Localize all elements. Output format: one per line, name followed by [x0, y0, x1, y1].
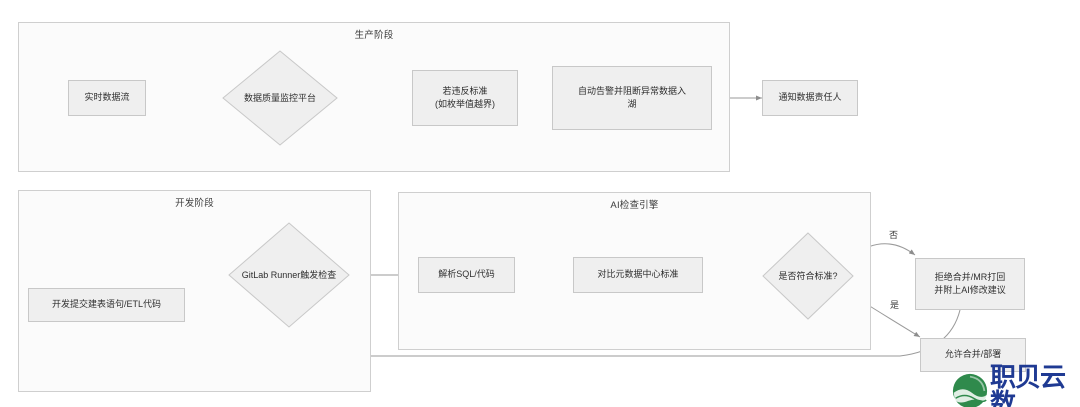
node-notify-owner-label: 通知数据责任人	[778, 92, 842, 103]
node-gitlab-runner[interactable]: GitLab Runner触发检查	[228, 222, 350, 328]
edge-label-yes: 是	[890, 300, 900, 310]
watermark-logo-icon	[952, 373, 988, 407]
node-is-compliant-label: 是否符合标准?	[778, 270, 838, 281]
node-reject-merge-line1: 拒绝合并/MR打回	[934, 271, 1006, 282]
node-allow-merge-label: 允许合并/部署	[944, 349, 1002, 360]
edge-label-no: 否	[889, 230, 899, 240]
node-is-compliant[interactable]: 是否符合标准?	[762, 232, 854, 320]
node-violate-standard-line2: (如枚举值越界)	[435, 99, 495, 109]
node-gitlab-runner-label: GitLab Runner触发检查	[241, 269, 337, 280]
node-realtime-stream-label: 实时数据流	[84, 92, 130, 103]
node-auto-alert-line1: 自动告警并阻断异常数据入	[577, 85, 686, 96]
node-violate-standard-line1: 若违反标准	[442, 85, 488, 96]
node-parse-sql-label: 解析SQL/代码	[438, 269, 495, 280]
node-compare-metadata[interactable]: 对比元数据中心标准	[573, 257, 703, 293]
watermark-text: 职贝云数	[990, 363, 1066, 407]
is-compliant-diamond-shape	[762, 232, 854, 320]
node-violate-standard[interactable]: 若违反标准 (如枚举值越界)	[412, 70, 518, 126]
node-parse-sql[interactable]: 解析SQL/代码	[418, 257, 515, 293]
node-realtime-stream[interactable]: 实时数据流	[68, 80, 146, 116]
node-compare-metadata-label: 对比元数据中心标准	[597, 269, 679, 280]
gitlab-runner-diamond-shape	[228, 222, 350, 328]
container-production-title: 生产阶段	[354, 30, 394, 41]
container-ai-engine-title: AI检查引擎	[610, 200, 659, 211]
container-development-title: 开发阶段	[175, 198, 214, 209]
dq-platform-diamond-shape	[222, 50, 338, 146]
node-reject-merge[interactable]: 拒绝合并/MR打回 并附上AI修改建议	[915, 258, 1025, 310]
node-notify-owner[interactable]: 通知数据责任人	[762, 80, 858, 116]
node-auto-alert-line2: 湖	[627, 99, 637, 109]
node-allow-merge[interactable]: 允许合并/部署	[920, 338, 1026, 372]
watermark: 职贝云数	[952, 365, 1080, 407]
node-dq-platform-label: 数据质量监控平台	[243, 92, 316, 103]
node-dq-platform[interactable]: 数据质量监控平台	[222, 50, 338, 146]
node-reject-merge-line2: 并附上AI修改建议	[934, 285, 1006, 295]
node-auto-alert[interactable]: 自动告警并阻断异常数据入 湖	[552, 66, 712, 130]
node-dev-submit-label: 开发提交建表语句/ETL代码	[51, 299, 161, 310]
node-dev-submit[interactable]: 开发提交建表语句/ETL代码	[28, 288, 185, 322]
